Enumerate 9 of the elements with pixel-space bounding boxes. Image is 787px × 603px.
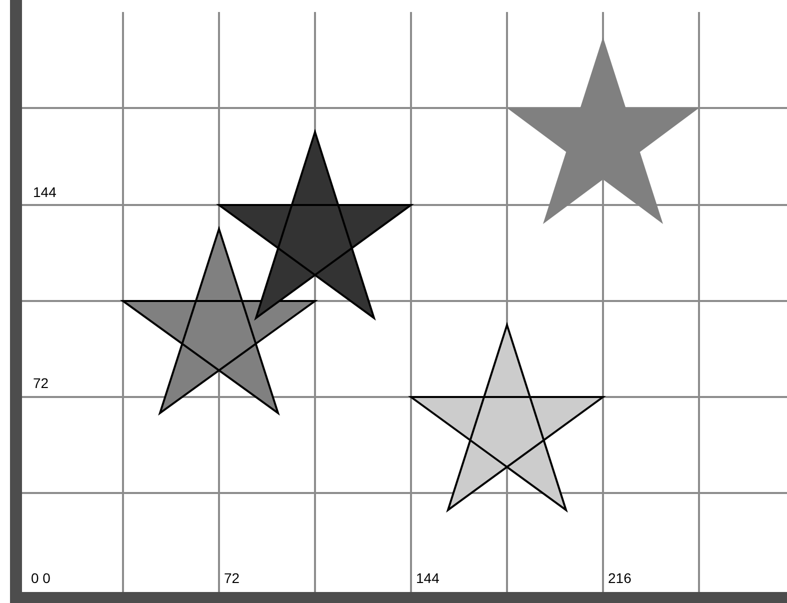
axis-tick-label: 72 <box>33 375 49 391</box>
axis-tick-label: 72 <box>224 570 240 586</box>
star-shape <box>216 128 414 321</box>
axis-tick-label: 216 <box>608 570 632 586</box>
axis-tick-label: 144 <box>416 570 440 586</box>
axis-tick-label: 144 <box>33 184 56 200</box>
star-shape <box>507 37 699 224</box>
star-shape <box>408 322 606 513</box>
axis-tick-label: 0 0 <box>31 570 50 586</box>
